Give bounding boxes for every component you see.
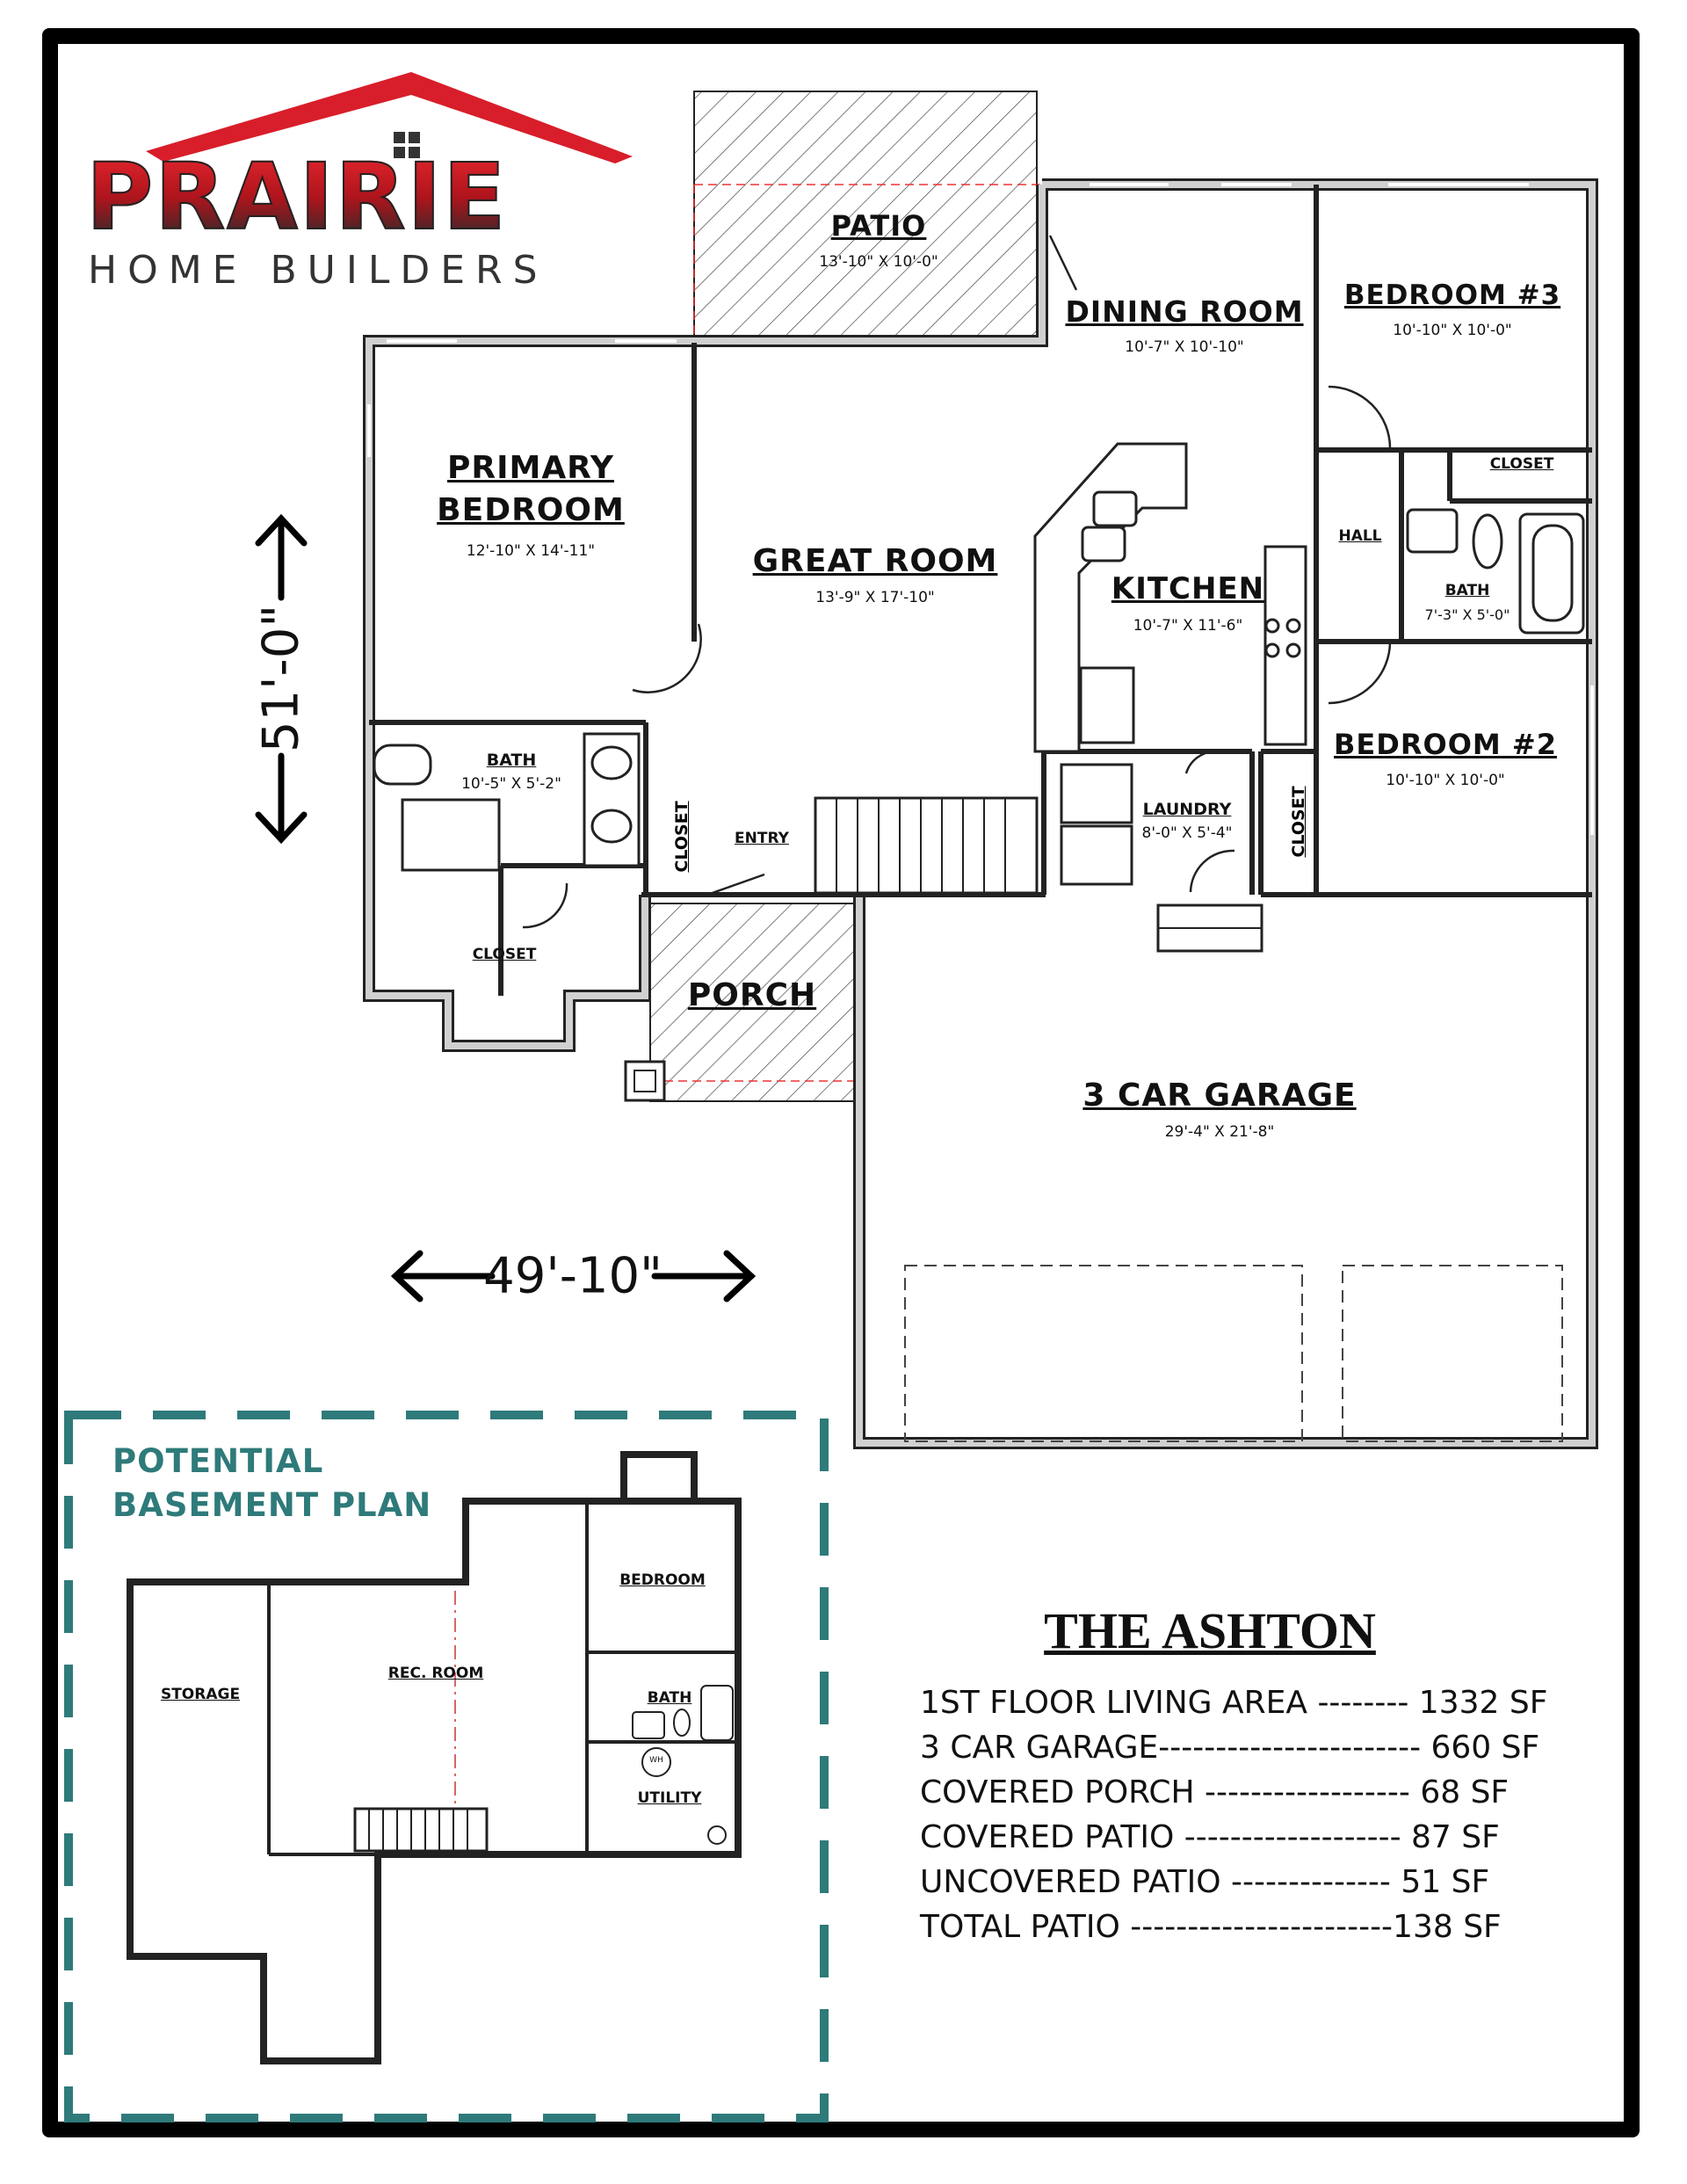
- basement-bath-label: BATH: [647, 1689, 692, 1707]
- bedroom-2-dim: 10'-10" X 10'-0": [1386, 772, 1505, 789]
- bedroom-2-closet-label: CLOSET: [1289, 786, 1308, 858]
- area-row-total-patio: TOTAL PATIO -----------------------138 S…: [920, 1909, 1502, 1945]
- entry-label: ENTRY: [735, 830, 789, 847]
- garage-label: 3 CAR GARAGE: [1082, 1077, 1357, 1114]
- patio-label: PATIO: [830, 209, 927, 243]
- plan-title: THE ASHTON: [1044, 1602, 1376, 1659]
- basement-utility-label: UTILITY: [637, 1789, 702, 1807]
- primary-bath-label: BATH: [486, 751, 537, 770]
- water-heater-label: WH: [649, 1756, 663, 1765]
- primary-bedroom-label-1: PRIMARY: [446, 450, 615, 486]
- area-summary-list: 1ST FLOOR LIVING AREA -------- 1332 SF 3…: [920, 1680, 1547, 1949]
- primary-bath-fixtures: [373, 732, 641, 872]
- patio-hatch: [693, 91, 1038, 342]
- garage-door-outlines: [904, 1265, 1563, 1442]
- depth-arrow: [255, 513, 308, 845]
- great-room-label: GREAT ROOM: [752, 543, 998, 579]
- door-swings: [522, 235, 1392, 929]
- garage-dim: 29'-4" X 21'-8": [1164, 1123, 1275, 1141]
- bedroom-3-dim: 10'-10" X 10'-0": [1393, 322, 1512, 339]
- basement-title: POTENTIAL BASEMENT PLAN: [112, 1440, 431, 1527]
- patio-dim: 13'-10" X 10'-0": [819, 253, 938, 271]
- closet-top-label: CLOSET: [1489, 455, 1554, 473]
- kitchen-dim: 10'-7" X 11'-6": [1133, 617, 1243, 635]
- bedroom-2-label: BEDROOM #2: [1334, 728, 1557, 761]
- hall-bath-dim: 7'-3" X 5'-0": [1424, 606, 1510, 623]
- basement-title-line-1: POTENTIAL: [112, 1442, 324, 1480]
- porch-hatch: [649, 903, 858, 1102]
- bedroom-3-label: BEDROOM #3: [1343, 279, 1561, 311]
- area-row-living: 1ST FLOOR LIVING AREA -------- 1332 SF: [920, 1685, 1548, 1721]
- main-stairs: [814, 796, 1039, 895]
- depth-dimension: 51'-0": [252, 604, 310, 753]
- logo-wordmark: PRAIRIE: [85, 143, 508, 250]
- primary-bath-dim: 10'-5" X 5'-2": [461, 775, 561, 793]
- logo-tagline: HOME BUILDERS: [88, 248, 548, 293]
- hall-bath-label: BATH: [1444, 582, 1490, 599]
- basement-rec-room-label: REC. ROOM: [387, 1665, 484, 1682]
- width-arrow: [390, 1250, 757, 1302]
- entry-closet-label: CLOSET: [672, 801, 691, 873]
- primary-bedroom-dim: 12'-10" X 14'-11": [466, 542, 596, 560]
- primary-closet-label: CLOSET: [472, 946, 537, 963]
- area-row-porch: COVERED PORCH ------------------ 68 SF: [920, 1774, 1510, 1810]
- hall-bath-fixtures: [1406, 508, 1585, 635]
- primary-bedroom-label-2: BEDROOM: [437, 492, 625, 528]
- porch-label: PORCH: [687, 977, 817, 1013]
- laundry-label: LAUNDRY: [1142, 800, 1232, 819]
- area-row-garage: 3 CAR GARAGE----------------------- 660 …: [920, 1730, 1540, 1766]
- basement-frame: [64, 1411, 829, 2122]
- basement-title-line-2: BASEMENT PLAN: [112, 1486, 432, 1524]
- hall-label: HALL: [1338, 527, 1382, 545]
- width-dimension: 49'-10": [483, 1247, 662, 1305]
- porch-post: [624, 1060, 666, 1102]
- basement-bath-fixtures: [632, 1685, 734, 1845]
- kitchen-label: KITCHEN: [1111, 571, 1265, 606]
- laundry-dim: 8'-0" X 5'-4": [1141, 824, 1233, 842]
- basement-stairs: [353, 1807, 489, 1853]
- area-row-covered-patio: COVERED PATIO ------------------- 87 SF: [920, 1819, 1500, 1855]
- basement-interior-walls: [267, 1501, 738, 1856]
- dining-room-label: DINING ROOM: [1065, 294, 1304, 329]
- basement-bedroom-label: BEDROOM: [619, 1571, 706, 1589]
- laundry-machines: [1060, 763, 1133, 886]
- windows: [367, 183, 1594, 835]
- great-room-dim: 13'-9" X 17'-10": [815, 589, 935, 606]
- logo-roof-icon: [146, 72, 633, 163]
- area-row-uncovered-patio: UNCOVERED PATIO -------------- 51 SF: [920, 1864, 1490, 1900]
- dining-room-dim: 10'-7" X 10'-10": [1125, 338, 1244, 356]
- basement-storage-label: STORAGE: [160, 1686, 241, 1703]
- interior-walls: [369, 185, 1592, 996]
- kitchen-counters: [1033, 442, 1307, 753]
